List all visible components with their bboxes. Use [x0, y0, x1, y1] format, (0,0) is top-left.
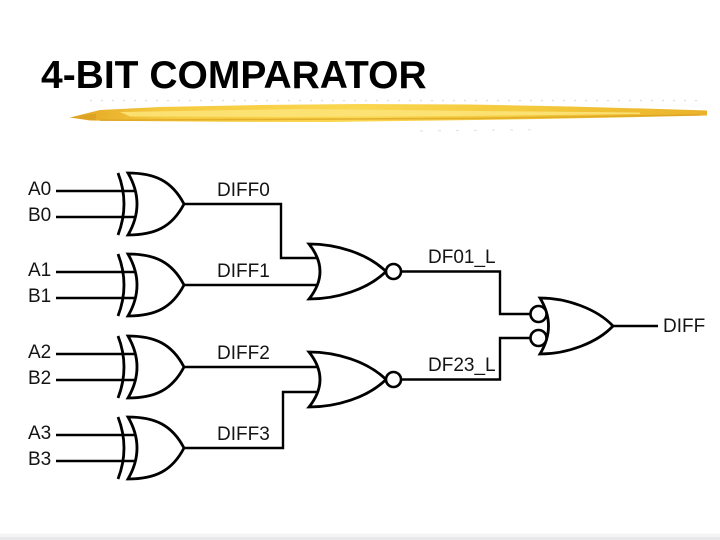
nor-gate-body: [306, 242, 389, 301]
label-input-a3: A3: [28, 423, 51, 444]
label-input-b3: B3: [28, 449, 51, 470]
inversion-bubble: [384, 262, 403, 281]
nor-gate-0: [306, 242, 403, 301]
xor-gate-1: [116, 252, 186, 318]
output-or-gate: [529, 296, 615, 356]
marker-swipe-tip: [70, 113, 96, 121]
label-net-df01-l: DF01_L: [428, 247, 496, 268]
xor-gate-body: [125, 334, 186, 400]
wire-df01-l: [401, 270, 533, 316]
label-input-b1: B1: [28, 286, 51, 307]
input-inversion-bubble-bottom: [529, 328, 548, 348]
marker-swipe-light: [120, 109, 640, 117]
label-input-a2: A2: [28, 342, 51, 363]
xor-gate-body: [125, 252, 186, 318]
inversion-bubble: [384, 370, 403, 389]
marker-swipe-dark: [100, 114, 700, 121]
xor-input-arc: [116, 172, 126, 236]
xor-input-arc: [116, 335, 126, 399]
label-input-a1: A1: [28, 260, 51, 281]
slide-bottom-edge: [0, 533, 720, 540]
label-input-b2: B2: [28, 368, 51, 389]
xor-gate-0: [116, 171, 186, 237]
nor-gate-1: [306, 350, 403, 409]
page-title: 4-BIT COMPARATOR: [41, 54, 427, 97]
wire-diff0: [184, 202, 322, 260]
label-net-diff2: DIFF2: [217, 343, 270, 364]
circuit-diagram: A0 B0 A1 B1 A2 B2 A3 B3 DIFF0 DIFF1 DIFF…: [28, 171, 705, 481]
label-input-b0: B0: [28, 205, 51, 226]
bottom-edge-light: [0, 533, 720, 537]
title-highlight-stroke: [70, 104, 707, 122]
label-net-diff1: DIFF1: [217, 261, 270, 282]
speckle-line-lower: [419, 128, 546, 132]
wire-diff3: [184, 390, 322, 450]
xor-input-arc: [116, 416, 126, 480]
label-input-a0: A0: [28, 179, 51, 200]
wires: [56, 189, 658, 463]
xor-gate-2: [116, 334, 186, 400]
or-gate-body: [537, 296, 615, 356]
net-labels: A0 B0 A1 B1 A2 B2 A3 B3 DIFF0 DIFF1 DIFF…: [28, 179, 705, 470]
label-net-diff3: DIFF3: [217, 424, 270, 445]
title-block: 4-BIT COMPARATOR: [41, 54, 707, 132]
bottom-edge-dark: [0, 537, 720, 540]
label-output-diff: DIFF: [663, 316, 705, 337]
xor-input-arc: [116, 253, 126, 317]
xor-gate-body: [125, 171, 186, 237]
xor-gate-3: [116, 415, 186, 481]
wire-df23-l: [401, 336, 533, 381]
xor-gate-body: [125, 415, 186, 481]
label-net-df23-l: DF23_L: [428, 355, 496, 376]
label-net-diff0: DIFF0: [217, 180, 270, 201]
nor-gate-body: [306, 350, 389, 409]
input-inversion-bubble-top: [529, 304, 548, 324]
